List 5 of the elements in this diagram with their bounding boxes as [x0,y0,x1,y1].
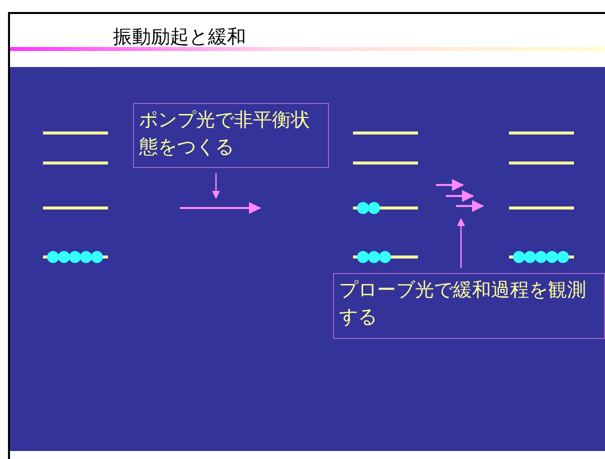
leader-arrow [457,218,465,268]
slide-title: 振動励起と緩和 [113,25,246,50]
callout-box: プローブ光で緩和過程を観測する [333,273,605,339]
callout-box: ポンプ光で非平衡状態をつくる [133,103,329,168]
leader-arrow [212,173,220,199]
